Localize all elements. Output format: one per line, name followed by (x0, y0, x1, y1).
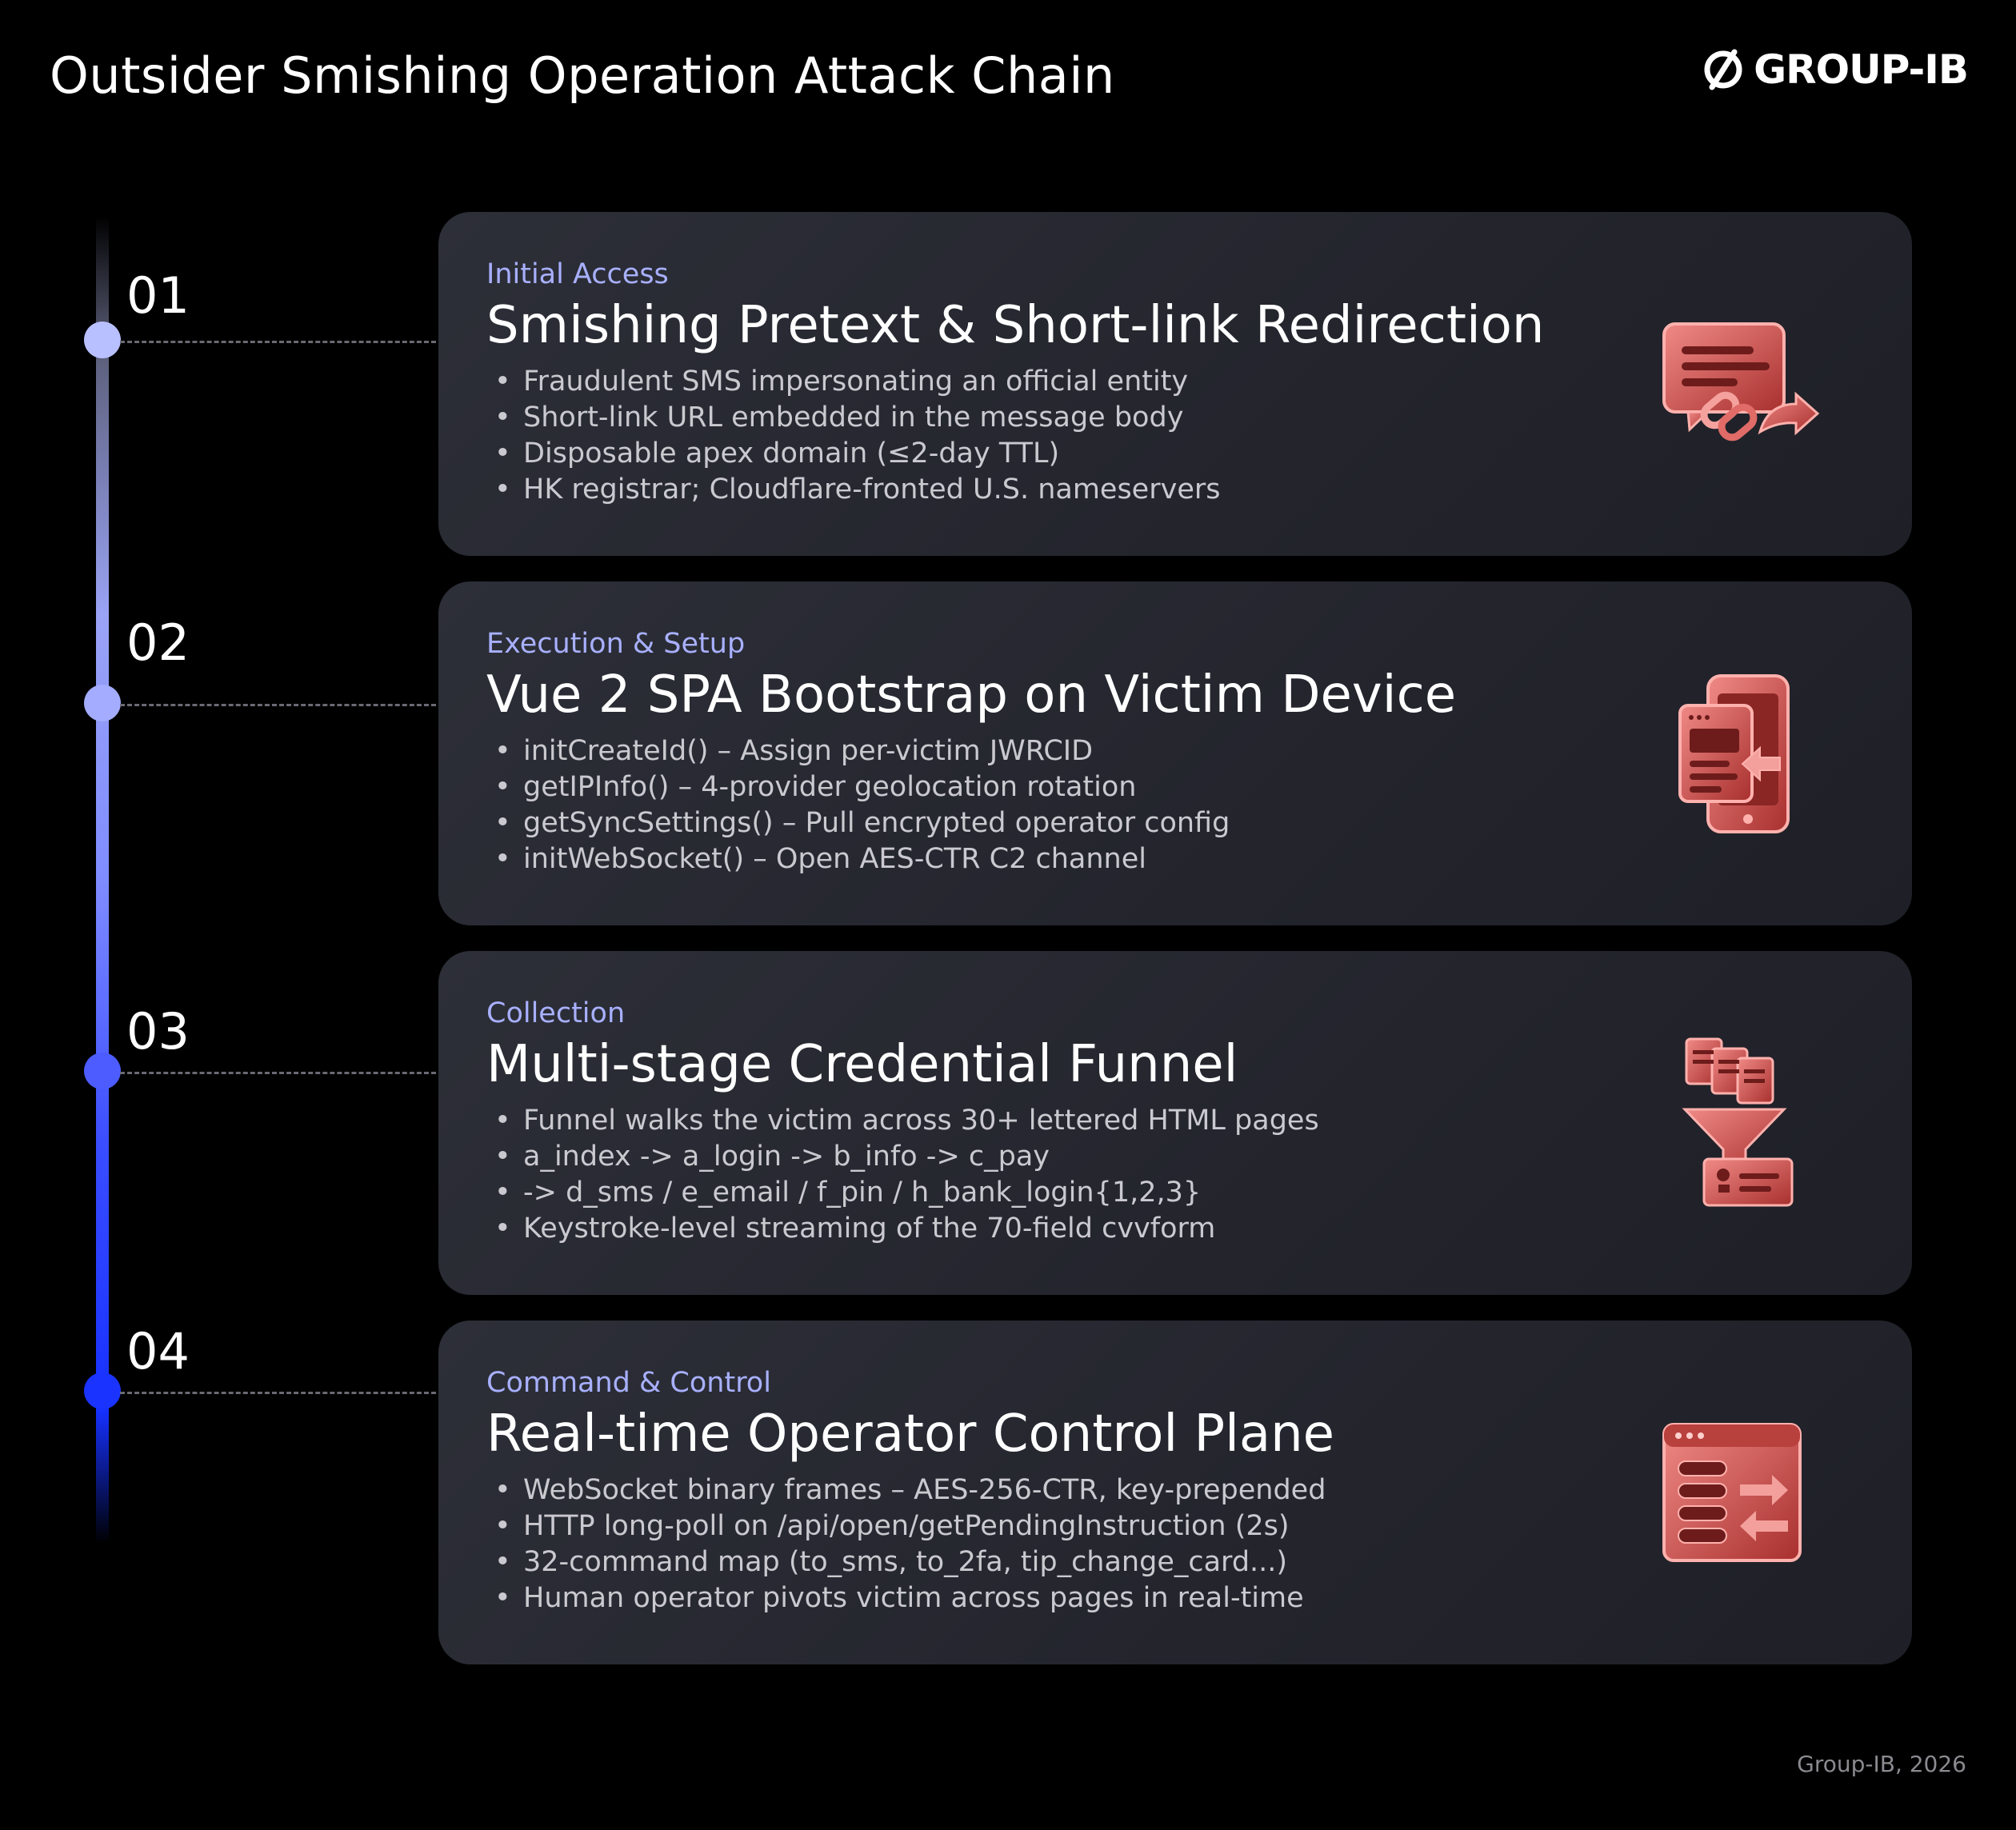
bullet-item: HK registrar; Cloudflare-fronted U.S. na… (494, 472, 1220, 508)
page-title: Outsider Smishing Operation Attack Chain (50, 46, 1115, 105)
bullet-item: Funnel walks the victim across 30+ lette… (494, 1103, 1319, 1139)
stage-bullets: Funnel walks the victim across 30+ lette… (494, 1103, 1319, 1247)
bullet-item: Disposable apex domain (≤2-day TTL) (494, 436, 1220, 472)
footer-credit: Group-IB, 2026 (1797, 1751, 1966, 1777)
stage-number: 03 (126, 1002, 190, 1061)
timeline-dot (84, 322, 121, 358)
timeline-dot (84, 685, 121, 721)
connector-line (120, 1072, 436, 1074)
stage-category: Command & Control (486, 1367, 771, 1399)
bullet-item: Human operator pivots victim across page… (494, 1580, 1326, 1616)
stage-title: Real-time Operator Control Plane (486, 1404, 1335, 1464)
stage-title: Smishing Pretext & Short-link Redirectio… (486, 296, 1545, 355)
bullet-item: a_index -> a_login -> b_info -> c_pay (494, 1139, 1319, 1175)
logo-text: GROUP-IB (1754, 46, 1969, 93)
phone-app-icon (1678, 674, 1790, 833)
stage-number: 04 (126, 1322, 190, 1380)
group-ib-logo-icon (1704, 49, 1742, 90)
bullet-item: 32-command map (to_sms, to_2fa, tip_chan… (494, 1544, 1326, 1580)
stage-card: Collection Multi-stage Credential Funnel… (438, 951, 1912, 1295)
control-panel-icon (1662, 1423, 1802, 1562)
timeline-line (96, 216, 109, 1544)
bullet-item: getIPInfo() – 4-provider geolocation rot… (494, 769, 1230, 805)
stage-title: Vue 2 SPA Bootstrap on Victim Device (486, 665, 1457, 725)
stage-bullets: Fraudulent SMS impersonating an official… (494, 364, 1220, 508)
stage-bullets: initCreateId() – Assign per-victim JWRCI… (494, 733, 1230, 877)
stage-category: Execution & Setup (486, 628, 746, 660)
connector-line (120, 704, 436, 706)
stage-number: 01 (126, 266, 190, 325)
connector-line (120, 1392, 436, 1394)
bullet-item: initWebSocket() – Open AES-CTR C2 channe… (494, 841, 1230, 877)
bullet-item: -> d_sms / e_email / f_pin / h_bank_logi… (494, 1175, 1319, 1211)
funnel-icon (1682, 1037, 1794, 1207)
timeline-dot (84, 1053, 121, 1089)
bullet-item: getSyncSettings() – Pull encrypted opera… (494, 805, 1230, 841)
bullet-item: initCreateId() – Assign per-victim JWRCI… (494, 733, 1230, 769)
bullet-item: Keystroke-level streaming of the 70-fiel… (494, 1211, 1319, 1247)
stage-bullets: WebSocket binary frames – AES-256-CTR, k… (494, 1472, 1326, 1616)
bullet-item: WebSocket binary frames – AES-256-CTR, k… (494, 1472, 1326, 1508)
sms-link-redirect-icon (1662, 322, 1820, 442)
bullet-item: Fraudulent SMS impersonating an official… (494, 364, 1220, 400)
stage-number: 02 (126, 613, 190, 672)
bullet-item: HTTP long-poll on /api/open/getPendingIn… (494, 1508, 1326, 1544)
connector-line (120, 341, 436, 343)
stage-card: Execution & Setup Vue 2 SPA Bootstrap on… (438, 581, 1912, 925)
timeline-dot (84, 1372, 121, 1409)
stage-card: Initial Access Smishing Pretext & Short-… (438, 212, 1912, 556)
stage-category: Collection (486, 997, 626, 1029)
stage-category: Initial Access (486, 258, 669, 290)
bullet-item: Short-link URL embedded in the message b… (494, 400, 1220, 436)
group-ib-logo: GROUP-IB (1701, 46, 1969, 93)
stage-card: Command & Control Real-time Operator Con… (438, 1321, 1912, 1664)
stage-title: Multi-stage Credential Funnel (486, 1035, 1238, 1094)
